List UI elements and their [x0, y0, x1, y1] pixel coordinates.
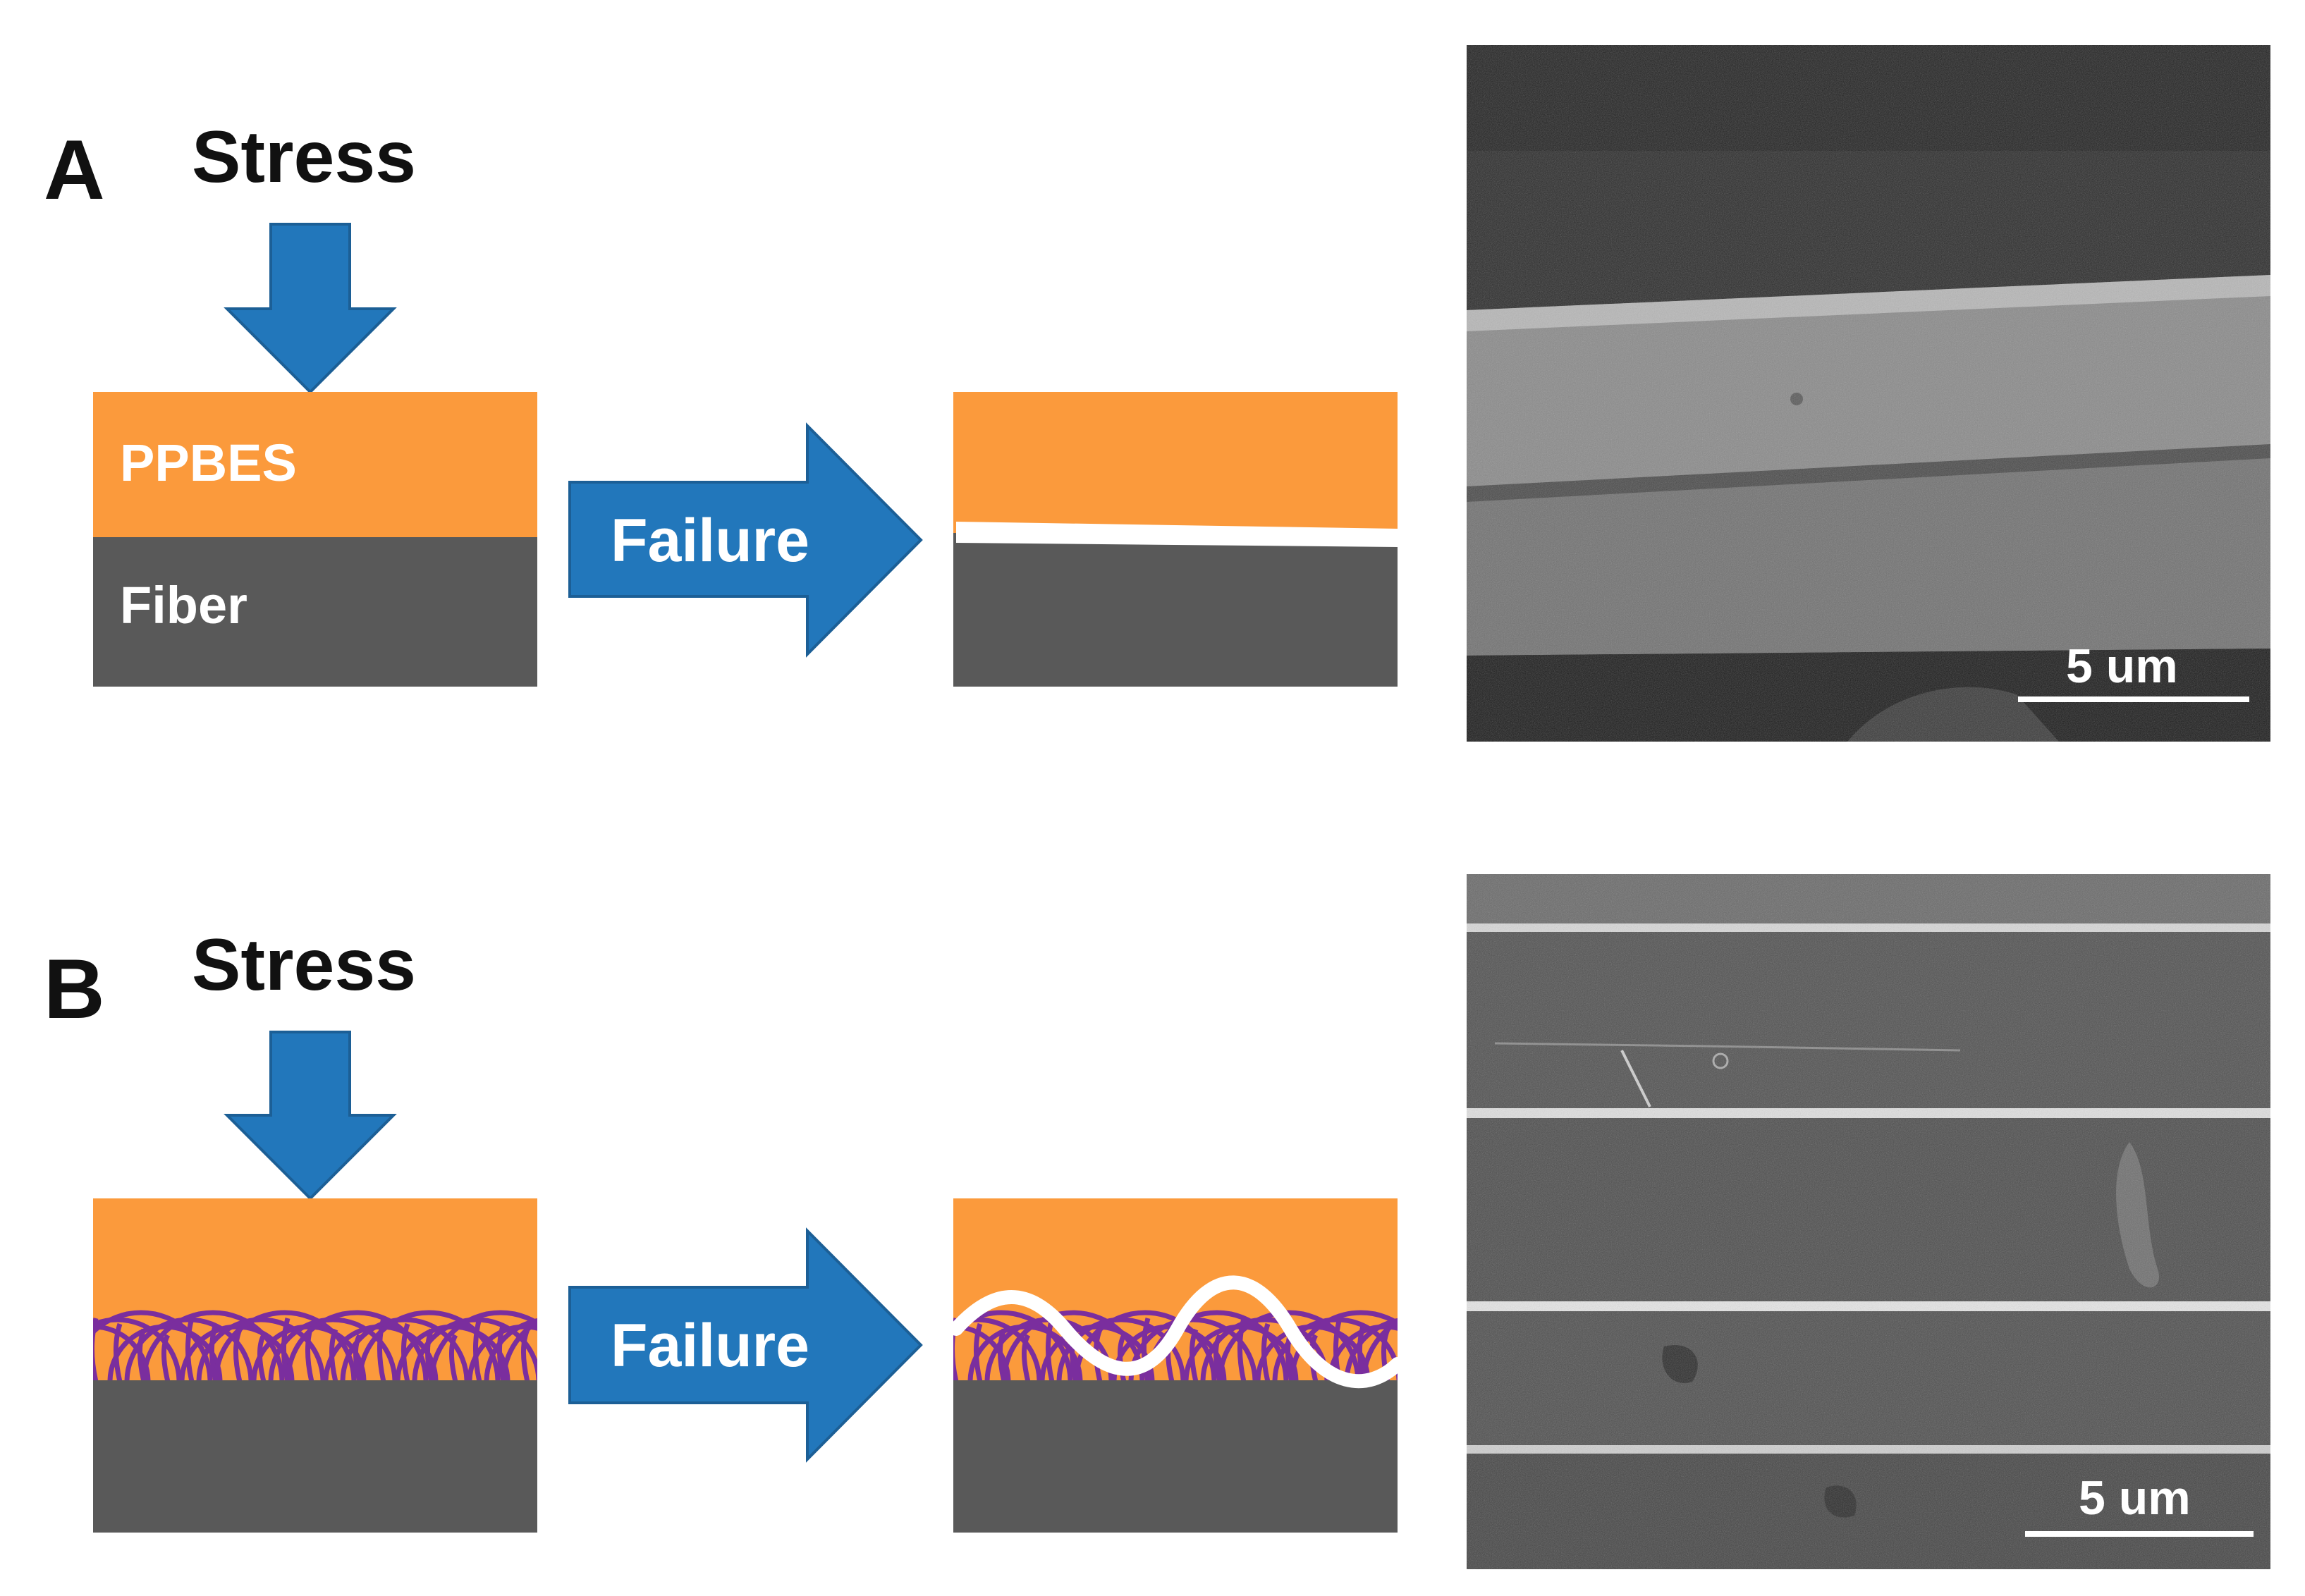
panel-b-wavy-crack — [949, 1275, 1405, 1389]
panel-a-stress-arrow-icon — [224, 223, 397, 394]
network-arc — [285, 1310, 429, 1380]
network-arc — [953, 1317, 1042, 1380]
network-arc — [213, 1310, 357, 1380]
network-arc — [1344, 1318, 1398, 1380]
panel-b-after-interphase-network — [953, 1310, 1437, 1387]
panel-b-sem-micrograph — [1467, 874, 2270, 1569]
network-arc — [1217, 1310, 1361, 1380]
network-arc — [196, 1317, 326, 1380]
panel-b-letter: B — [44, 942, 105, 1036]
panel-a-fiber-layer — [93, 537, 537, 687]
network-arc — [1128, 1317, 1258, 1380]
panel-a-after-fiber-layer — [953, 533, 1398, 687]
panel-a-failure-arrow-icon — [568, 422, 923, 658]
panel-b-failure-arrow-icon — [568, 1227, 923, 1463]
network-arc — [484, 1318, 537, 1380]
network-strand — [1431, 1318, 1437, 1387]
network-arc — [1001, 1310, 1145, 1380]
panel-b-scale-bar — [2025, 1531, 2254, 1537]
panel-b-fiber-layer — [93, 1380, 537, 1533]
panel-b-scale-label: 5 um — [2079, 1471, 2191, 1525]
panel-b-stress-arrow-icon — [224, 1031, 397, 1201]
network-arc — [501, 1319, 537, 1380]
panel-a-after-matrix-layer — [953, 392, 1398, 533]
panel-b-failure-label: Failure — [611, 1312, 809, 1380]
network-strand — [185, 1318, 195, 1380]
network-arc — [1200, 1317, 1330, 1380]
panel-a-letter: A — [44, 123, 105, 217]
network-arc — [953, 1310, 1073, 1380]
panel-b: B Stress Failure — [44, 874, 2270, 1569]
network-strand — [448, 1334, 458, 1380]
panel-a-matrix-label: PPBES — [120, 434, 297, 492]
network-arc — [141, 1310, 285, 1380]
network-strand — [1045, 1318, 1055, 1380]
network-strand — [472, 1318, 482, 1380]
network-arc — [93, 1310, 213, 1380]
network-strand — [547, 1335, 553, 1387]
panel-b-interphase-network — [93, 1310, 553, 1387]
panel-a: A Stress PPBES Fiber Failure 5 um — [44, 45, 2270, 742]
panel-b-after-fiber-layer — [953, 1380, 1398, 1533]
panel-a-scale-label: 5 um — [2066, 639, 2178, 693]
panel-a-scale-bar — [2018, 696, 2249, 702]
network-arc — [1056, 1317, 1186, 1380]
network-arc — [357, 1310, 501, 1380]
panel-a-interface-crack — [956, 522, 1398, 547]
network-arc — [1361, 1319, 1398, 1380]
panel-a-sem-micrograph — [1467, 45, 2270, 742]
network-strand — [1407, 1335, 1413, 1387]
network-arc — [429, 1310, 537, 1380]
panel-a-stress-label: Stress — [192, 116, 416, 198]
network-arc — [340, 1317, 470, 1380]
panel-a-fiber-label: Fiber — [120, 576, 247, 634]
panel-a-failure-label: Failure — [611, 507, 809, 575]
network-strand — [161, 1334, 171, 1380]
panel-a-matrix-layer — [93, 392, 537, 537]
network-arc — [268, 1317, 398, 1380]
network-arc — [93, 1317, 182, 1380]
panel-b-stress-label: Stress — [192, 924, 416, 1006]
network-strand — [1021, 1334, 1031, 1380]
